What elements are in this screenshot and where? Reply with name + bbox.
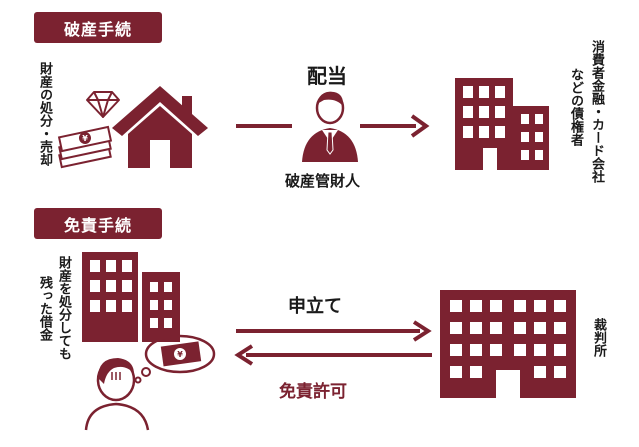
- person-suit-icon: [302, 91, 358, 162]
- distribution-label: 配当: [307, 64, 347, 88]
- svg-text:¥: ¥: [177, 350, 183, 359]
- money-stack-icon: ¥: [57, 125, 113, 169]
- flow-arrow-right: [360, 114, 430, 138]
- building-icon: [455, 78, 549, 170]
- section-title: 破産手続: [63, 19, 132, 39]
- remaining-debt-label-line2: 残った借金: [37, 276, 52, 341]
- courthouse-icon: [440, 290, 576, 398]
- money-bubble-icon: ¥: [134, 334, 216, 384]
- remaining-debt-label-line1: 財産を処分しても: [56, 256, 71, 360]
- petition-arrow: [236, 320, 432, 342]
- diamond-icon: [86, 91, 120, 118]
- court-label: 裁判所: [591, 318, 606, 357]
- discharge-arrow: [234, 344, 432, 366]
- building-icon: [82, 252, 180, 342]
- section-badge-bankruptcy: 破産手続: [34, 12, 162, 43]
- section-badge-discharge: 免責手続: [34, 208, 162, 239]
- discharge-label: 免責許可: [279, 382, 347, 402]
- petition-label: 申立て: [288, 296, 342, 317]
- creditor-label-line1: 消費者金融・カード会社: [589, 40, 604, 183]
- svg-text:¥: ¥: [82, 134, 88, 143]
- house-icon: [112, 86, 208, 168]
- person-thinking-icon: [84, 358, 150, 431]
- flow-line-left: [236, 124, 292, 128]
- section-title: 免責手続: [63, 215, 132, 235]
- asset-disposal-label: 財産の処分・売却: [37, 62, 52, 166]
- trustee-label: 破産管財人: [285, 172, 361, 190]
- creditor-label-line2: などの債権者: [568, 68, 583, 146]
